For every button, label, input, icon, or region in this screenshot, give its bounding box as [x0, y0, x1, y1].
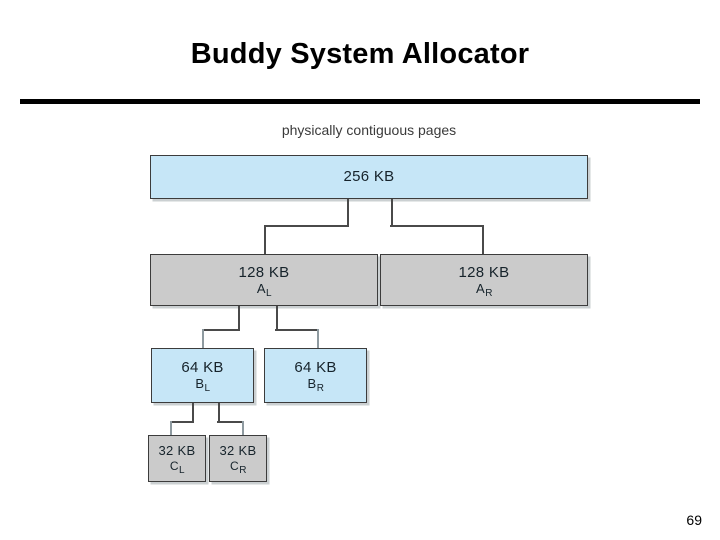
node-size-label: 256 KB [343, 168, 395, 186]
page-title: Buddy System Allocator [190, 38, 530, 70]
node-size-label: 64 KB [181, 359, 224, 377]
connector-root-left-span [264, 225, 349, 227]
node-size-label: 128 KB [458, 263, 510, 281]
node-256kb: 256 KB [150, 155, 588, 199]
node-id-label: AR [476, 280, 493, 299]
connector-root-right-drop [482, 225, 484, 255]
node-id-label: BL [195, 376, 211, 395]
node-128kb-ar: 128 KB AR [380, 254, 588, 306]
connector-al-right-span [275, 329, 318, 331]
title-divider [20, 99, 700, 104]
connector-al-left-drop [202, 329, 204, 356]
connector-al-left-stub [238, 306, 240, 330]
connector-bl-right-span [217, 421, 243, 423]
node-id-label: CR [230, 458, 247, 476]
connector-root-right-stub [391, 199, 393, 226]
connector-bl-left-drop [170, 421, 172, 442]
node-size-label: 128 KB [238, 263, 290, 281]
connector-bl-left-span [170, 421, 194, 423]
connector-bl-right-stub [218, 403, 220, 422]
node-32kb-cl: 32 KB CL [148, 435, 206, 482]
page-number: 69 [686, 512, 702, 528]
node-id-label: CL [169, 458, 185, 476]
connector-bl-right-drop [242, 421, 244, 442]
node-32kb-cr: 32 KB CR [209, 435, 267, 482]
connector-bl-left-stub [192, 403, 194, 422]
diagram-caption: physically contiguous pages [281, 122, 457, 138]
node-id-label: BR [307, 376, 324, 395]
node-64kb-bl: 64 KB BL [151, 348, 254, 403]
node-64kb-br: 64 KB BR [264, 348, 367, 403]
connector-al-right-stub [276, 306, 278, 330]
node-size-label: 64 KB [294, 359, 337, 377]
connector-al-right-drop [317, 329, 319, 356]
node-128kb-al: 128 KB AL [150, 254, 378, 306]
node-size-label: 32 KB [219, 442, 257, 458]
buddy-system-diagram: physically contiguous pages 256 KB 128 K… [0, 108, 720, 498]
node-id-label: AL [256, 280, 272, 299]
node-size-label: 32 KB [158, 442, 196, 458]
connector-root-right-span [390, 225, 483, 227]
connector-root-left-stub [347, 199, 349, 226]
connector-root-left-drop [264, 225, 266, 255]
connector-al-left-span [202, 329, 240, 331]
